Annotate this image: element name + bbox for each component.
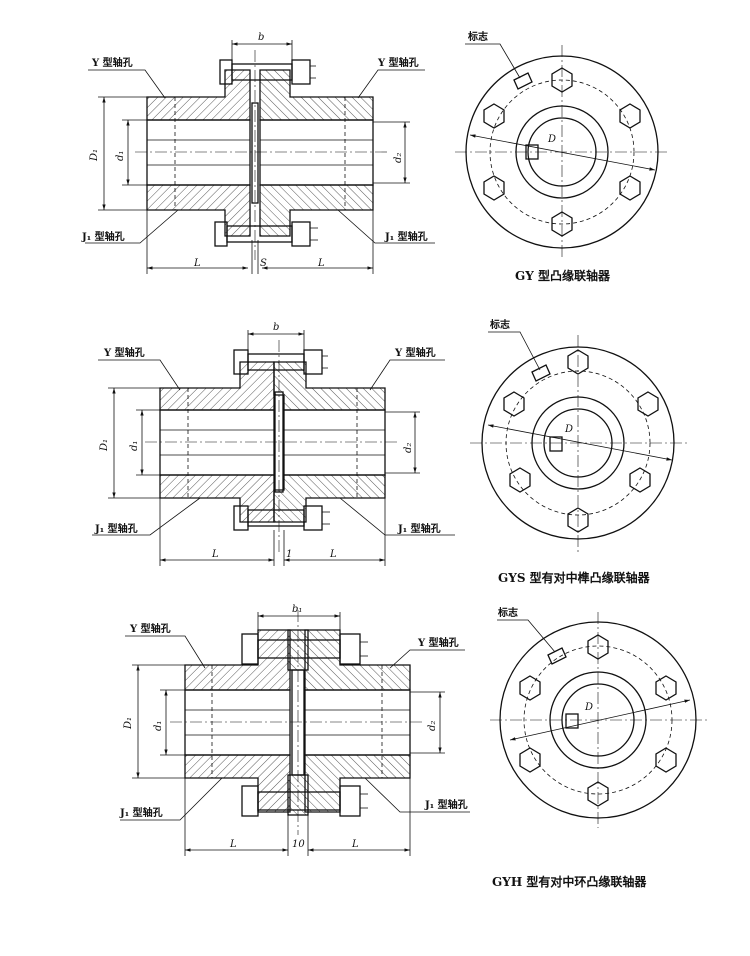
gys-dim-b: b — [273, 322, 279, 333]
gys-text-labels: Y 型轴孔 Y 型轴孔 J₁ 型轴孔 J₁ 型轴孔 b D₁ d₁ d₂ L 1… — [94, 322, 441, 560]
gys-title: GYS 型有对中榫凸缘联轴器 — [498, 570, 651, 585]
gys-dim-L-right: L — [329, 549, 337, 560]
gyh-mark-label: 标志 — [497, 606, 518, 619]
gyh-dim-D: D — [584, 702, 593, 713]
gyh-j1-bore-right-label: J₁ 型轴孔 — [424, 798, 468, 811]
gys-end-view — [470, 331, 688, 552]
gys-dim-D: D — [564, 424, 573, 435]
gy-dim-D1: D₁ — [89, 149, 100, 162]
gys-dim-L-left: L — [211, 549, 219, 560]
gys-j1-bore-left-label: J₁ 型轴孔 — [94, 522, 138, 535]
gyh-right-hub-lower — [304, 754, 411, 813]
gy-mark-notch — [513, 72, 533, 90]
gy-right-hub-upper — [259, 69, 374, 121]
gy-dim-d1: d₁ — [115, 151, 126, 161]
gy-title: GY 型凸缘联轴器 — [515, 268, 611, 283]
gys-bolt-upper — [233, 349, 328, 375]
gy-y-bore-right-label: Y 型轴孔 — [377, 56, 419, 69]
gyh-title: GYH 型有对中环凸缘联轴器 — [492, 874, 647, 889]
gys-dim-d1: d₁ — [129, 441, 140, 451]
gyh-dim-L-left: L — [229, 839, 237, 850]
gyh-dim-b1: b₁ — [292, 604, 302, 615]
gyh-mark-notch — [547, 647, 567, 665]
gyh-y-bore-left-label: Y 型轴孔 — [129, 622, 171, 635]
gy-dim-L-right: L — [317, 258, 325, 269]
gy-bolt-upper — [219, 59, 316, 85]
gyh-dim-D1: D₁ — [123, 717, 134, 730]
gyh-dim-L-right: L — [351, 839, 359, 850]
gy-bolt-lower — [214, 221, 318, 247]
gyh-dim-10: 10 — [292, 839, 305, 850]
gy-text-labels: Y 型轴孔 Y 型轴孔 J₁ 型轴孔 J₁ 型轴孔 b D₁ d₁ d₂ L S… — [81, 32, 428, 269]
gys-bolt-lower — [233, 505, 330, 531]
gyh-left-hub-upper — [184, 629, 291, 691]
gyh-right-hub-upper — [304, 629, 411, 691]
gys-dim-1: 1 — [286, 549, 292, 560]
gyh-left-hub-lower — [184, 754, 291, 813]
gyh-bolt-lower — [241, 785, 368, 817]
gys-bolt-heads — [503, 349, 659, 533]
gy-dim-S: S — [260, 258, 267, 269]
gy-mark-label: 标志 — [467, 30, 488, 43]
gys-mark-notch — [531, 364, 551, 382]
gy-dim-L-left: L — [193, 258, 201, 269]
gys-y-bore-left-label: Y 型轴孔 — [103, 346, 145, 359]
gys-dim-d2: d₂ — [403, 443, 414, 453]
gyh-y-bore-right-label: Y 型轴孔 — [417, 636, 459, 649]
gyh-dim-d2: d₂ — [427, 721, 438, 731]
gy-j1-bore-right-label: J₁ 型轴孔 — [384, 230, 428, 243]
gy-dim-d2: d₂ — [393, 153, 404, 163]
gys-right-hub-upper — [273, 361, 386, 411]
gys-right-hub-lower — [273, 474, 386, 523]
gys-dim-D1: D₁ — [99, 439, 110, 452]
gy-dim-D: D — [547, 134, 556, 145]
gyh-j1-bore-left-label: J₁ 型轴孔 — [119, 806, 163, 819]
gy-section-view — [85, 40, 435, 274]
gyh-text-labels: Y 型轴孔 Y 型轴孔 J₁ 型轴孔 J₁ 型轴孔 b₁ D₁ d₁ d₂ L … — [119, 604, 468, 850]
gy-end-view — [455, 43, 670, 260]
gyh-bolt-upper — [241, 633, 368, 665]
gy-dim-b: b — [258, 32, 264, 43]
gys-j1-bore-right-label: J₁ 型轴孔 — [397, 522, 441, 535]
gys-section-view — [92, 330, 455, 566]
gys-mark-label: 标志 — [489, 318, 510, 331]
gy-j1-bore-left-label: J₁ 型轴孔 — [81, 230, 125, 243]
gys-y-bore-right-label: Y 型轴孔 — [394, 346, 436, 359]
gyh-section-view — [120, 610, 470, 856]
gy-y-bore-left-label: Y 型轴孔 — [91, 56, 133, 69]
gyh-dim-d1: d₁ — [153, 721, 164, 731]
gy-left-hub-lower — [146, 184, 251, 237]
gyh-end-view — [490, 612, 708, 828]
